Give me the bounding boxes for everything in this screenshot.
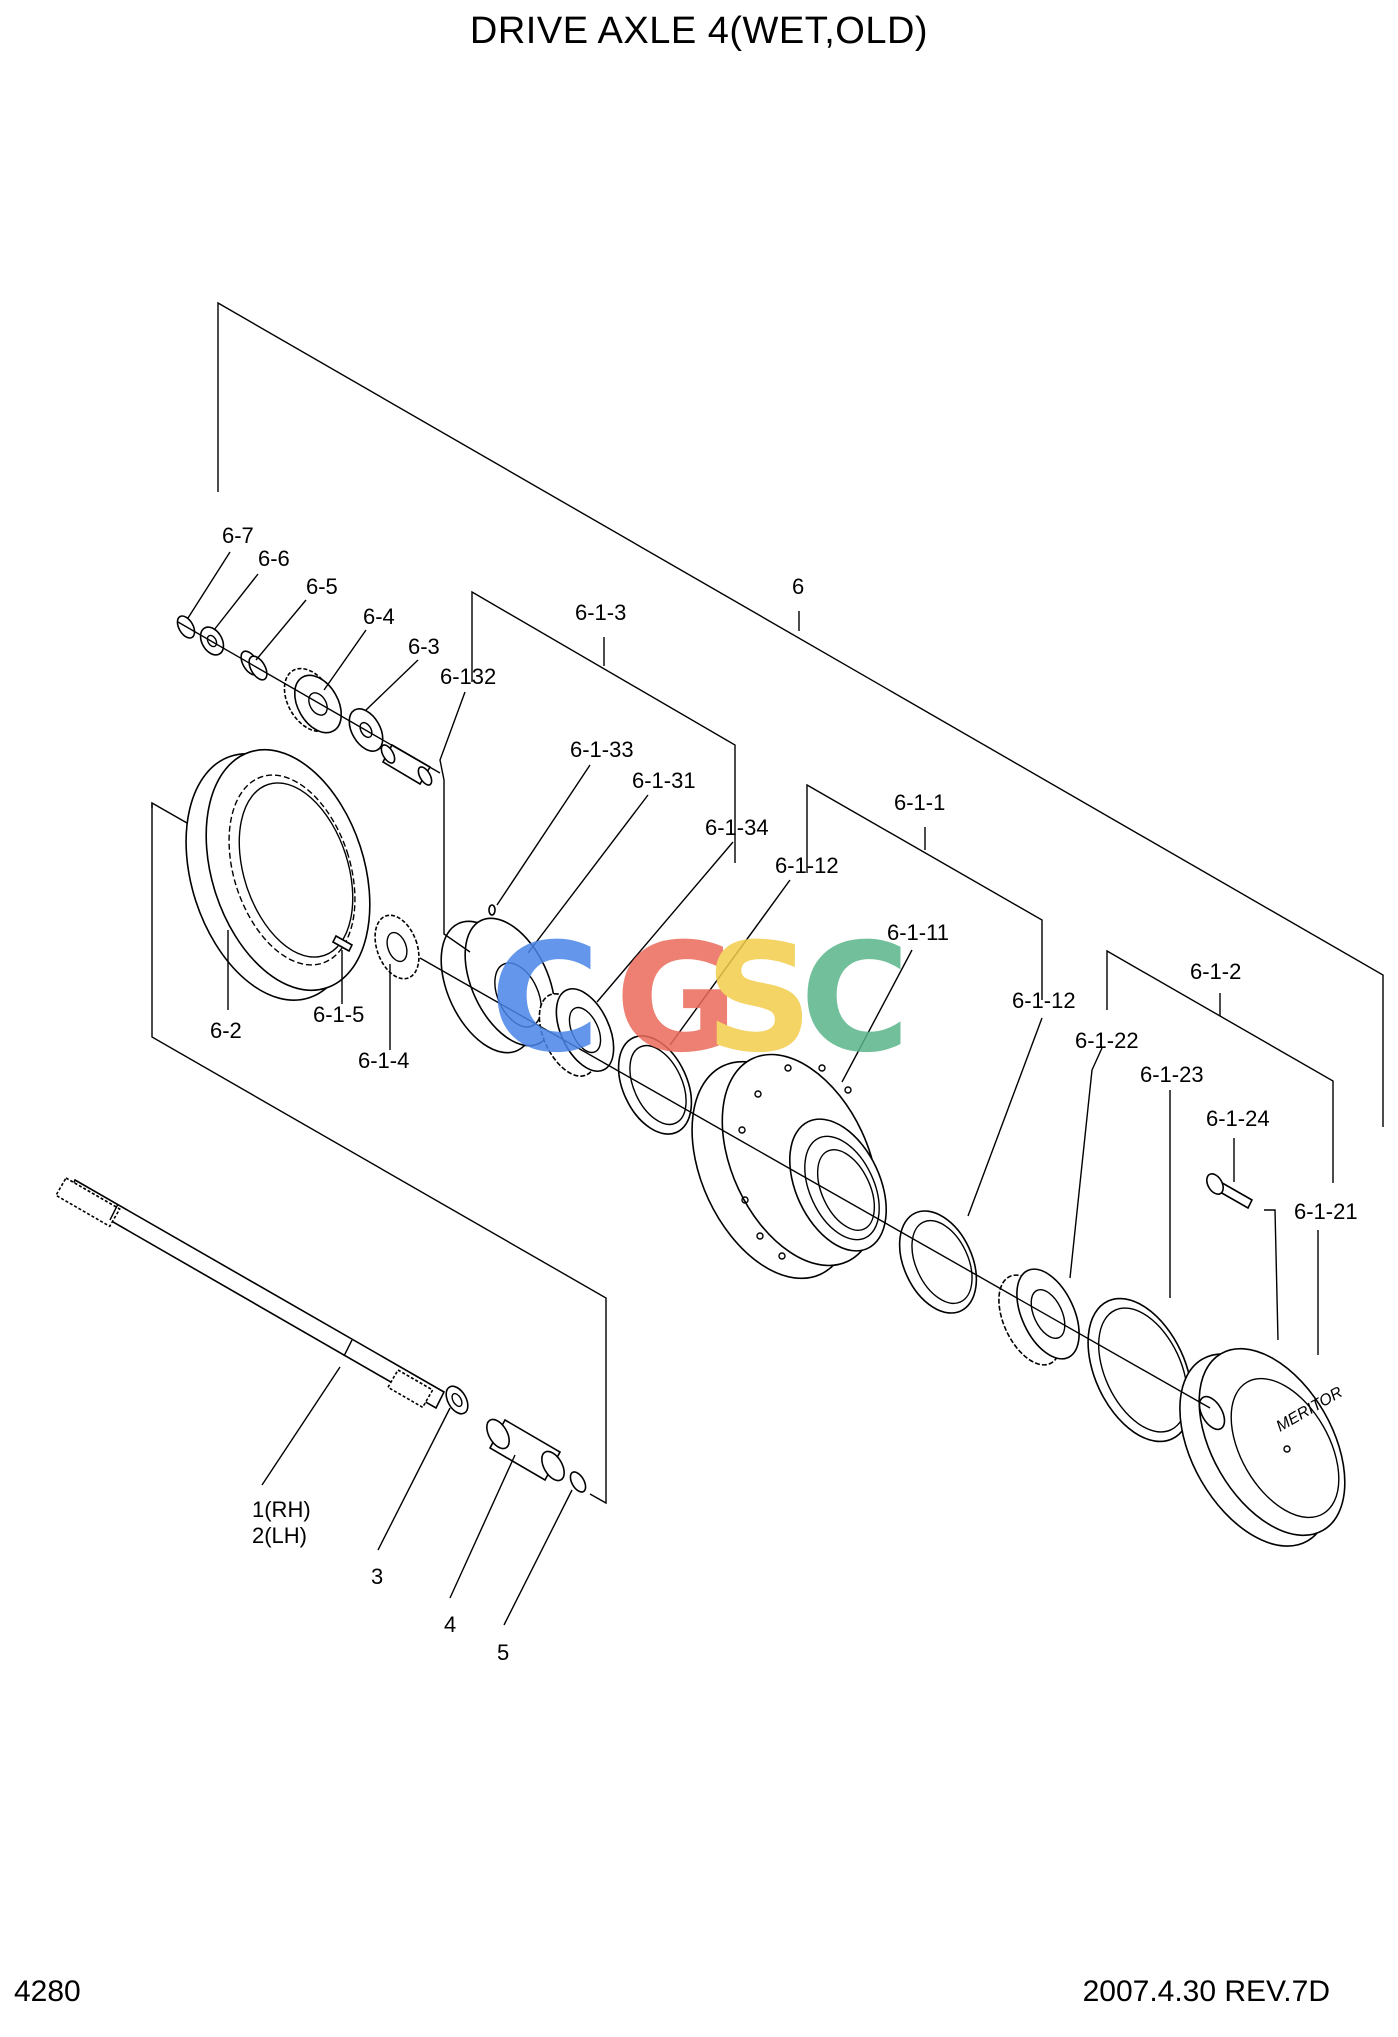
watermark-cgsc: C G S C	[490, 912, 910, 1086]
watermark-letter-s: S	[705, 912, 813, 1086]
hub-cap-6-1-21: MERITOR	[1179, 1347, 1346, 1547]
callout-6: 6	[792, 574, 804, 599]
callout-4: 4	[444, 1612, 456, 1637]
axle-shaft-1-2	[54, 1176, 446, 1410]
callout-6-1-21: 6-1-21	[1294, 1199, 1358, 1224]
callout-6-1-12-outer: 6-1-12	[1012, 988, 1076, 1013]
callout-6-6: 6-6	[258, 546, 290, 571]
wheel-hub-6-1-11	[691, 1053, 888, 1280]
callout-6-2: 6-2	[210, 1018, 242, 1043]
callout-labels: 6-7 6-6 6-5 6-4 6-3 6-132 6-1-3 6 6-1-33…	[210, 523, 1358, 1665]
revision-date: 2007.4.30 REV.7D	[1082, 1975, 1330, 2008]
callout-6-1-3: 6-1-3	[575, 600, 626, 625]
washer-3	[445, 1385, 469, 1415]
callout-6-1-23: 6-1-23	[1140, 1062, 1204, 1087]
assembly-bracket-lines	[151, 301, 1384, 1505]
leader-lines	[187, 551, 1319, 1626]
callout-6-1-5: 6-1-5	[313, 1002, 364, 1027]
watermark-letter-c1: C	[490, 912, 600, 1086]
callout-6-3: 6-3	[408, 634, 440, 659]
callout-6-4: 6-4	[363, 604, 395, 629]
callout-2-lh: 2(LH)	[252, 1523, 307, 1548]
callout-1-rh: 1(RH)	[252, 1497, 311, 1522]
sun-gear-6-1-4	[374, 914, 420, 980]
callout-6-1-4: 6-1-4	[358, 1048, 409, 1073]
callout-6-1-2: 6-1-2	[1190, 959, 1241, 984]
seal-6-1-23	[1087, 1297, 1193, 1443]
callout-6-5: 6-5	[306, 574, 338, 599]
callout-5: 5	[497, 1640, 509, 1665]
bolt-6-1-24	[1206, 1173, 1254, 1210]
ring-gear-6-2	[185, 748, 371, 1001]
callout-6-1-12-inner: 6-1-12	[775, 853, 839, 878]
watermark-letter-c2: C	[800, 912, 910, 1086]
planet-gear-6-4	[283, 667, 343, 734]
bearing-cone-6-1-22	[998, 1268, 1080, 1366]
page-number: 4280	[14, 1975, 81, 2008]
callout-6-7: 6-7	[222, 523, 254, 548]
page-title: DRIVE AXLE 4(WET,OLD)	[469, 10, 929, 52]
callout-6-1-24: 6-1-24	[1206, 1106, 1270, 1131]
planet-pin-6-1-5	[331, 934, 354, 953]
callout-6-1-11: 6-1-11	[887, 920, 949, 945]
bearing-cup-6-1-12-outer	[898, 1210, 978, 1314]
callout-3: 3	[371, 1564, 383, 1589]
callout-6-132: 6-132	[440, 664, 496, 689]
spline-sleeve-4	[486, 1418, 565, 1482]
snap-ring-5	[569, 1471, 587, 1493]
callout-6-1-34: 6-1-34	[705, 815, 769, 840]
planet-carrier-6-1-3	[440, 904, 556, 1054]
bearing-cone-6-1-34	[538, 988, 615, 1077]
watermark-letter-g: G	[615, 912, 738, 1086]
bearing-cup-6-1-12-inner	[617, 1035, 693, 1135]
callout-6-1-22: 6-1-22	[1075, 1028, 1139, 1053]
callout-6-1-33: 6-1-33	[570, 737, 634, 762]
callout-6-1-1: 6-1-1	[894, 790, 945, 815]
callout-6-1-31: 6-1-31	[632, 768, 696, 793]
